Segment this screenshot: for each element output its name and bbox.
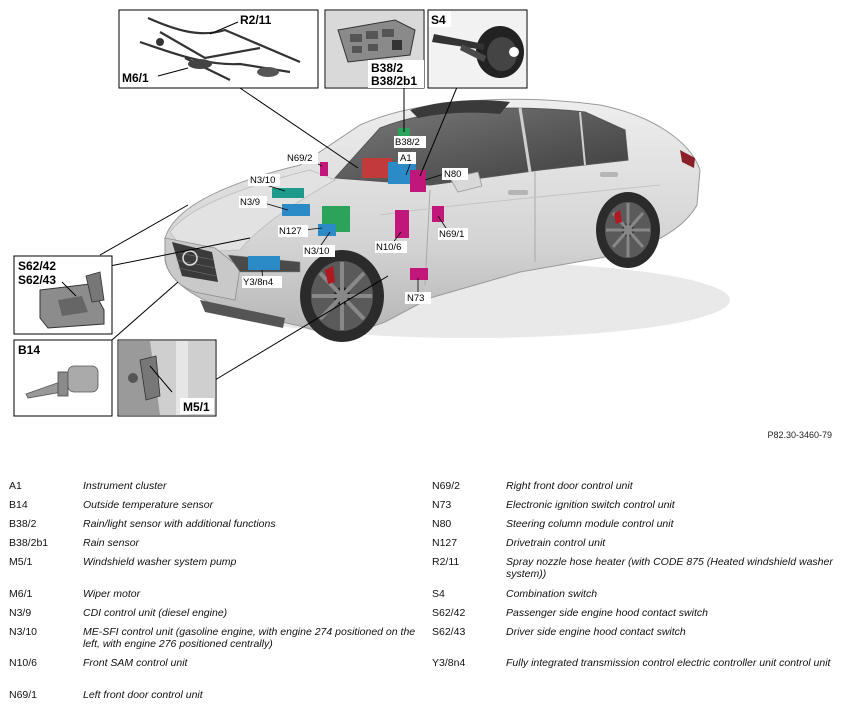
label-b14: B14 xyxy=(18,343,40,357)
legend-code: N69/1 xyxy=(9,689,38,701)
legend-code: N127 xyxy=(432,537,458,549)
label-b38-2b1: B38/2b1 xyxy=(371,74,417,88)
inset-washer-pump: M5/1 xyxy=(117,339,217,417)
inset-combination-switch: S4 xyxy=(427,9,528,89)
vehicle-illustration: B38/2 A1 N69/2 N80 N3/10 N3/9 N127 N3/10… xyxy=(13,9,730,417)
legend-code: R2/11 xyxy=(432,556,460,568)
label-s4: S4 xyxy=(431,13,446,27)
legend-code: M6/1 xyxy=(9,588,33,600)
legend-description: Rain sensor xyxy=(83,537,140,549)
legend-code: N80 xyxy=(432,518,452,530)
label-r2-11: R2/11 xyxy=(240,13,272,27)
inset-outside-temp-sensor: B14 xyxy=(13,339,113,417)
label-b38-2: B38/2 xyxy=(371,61,403,75)
legend-code: M5/1 xyxy=(9,556,33,568)
component-location-figure: B38/2 A1 N69/2 N80 N3/10 N3/9 N127 N3/10… xyxy=(13,9,832,440)
legend-code: B14 xyxy=(9,499,28,511)
n69-2-component xyxy=(320,162,328,176)
legend-description: Rain/light sensor with additional functi… xyxy=(83,518,276,530)
n73-component xyxy=(410,268,428,280)
legend-description: Wiper motor xyxy=(83,588,141,600)
label-m6-1: M6/1 xyxy=(122,71,149,85)
legend-description: Instrument cluster xyxy=(83,480,167,492)
legend-description: Steering column module control unit xyxy=(506,518,674,530)
y3-8n4-component xyxy=(248,256,280,270)
legend-code: S62/42 xyxy=(432,607,466,619)
legend-description: Right front door control unit xyxy=(506,480,633,492)
legend-description: Spray nozzle hose heater (with CODE 875 … xyxy=(506,556,833,580)
callout-n3-10-top: N3/10 xyxy=(250,175,275,186)
legend-description: Outside temperature sensor xyxy=(83,499,214,511)
callout-b38-2: B38/2 xyxy=(395,137,420,148)
steering-module-component xyxy=(410,170,426,192)
legend-description: Front SAM control unit xyxy=(83,657,188,669)
legend-code: N69/2 xyxy=(432,480,461,492)
legend-code: N73 xyxy=(432,499,452,511)
legend-description: Passenger side engine hood contact switc… xyxy=(506,607,708,619)
callout-n80: N80 xyxy=(444,169,461,180)
n127-component xyxy=(318,224,336,236)
component-legend: A1 Instrument cluster B14 Outside temper… xyxy=(0,478,842,708)
legend-code: N3/9 xyxy=(9,607,32,619)
legend-description: Electronic ignition switch control unit xyxy=(506,499,675,511)
callout-n3-9: N3/9 xyxy=(240,197,260,208)
callout-a1: A1 xyxy=(400,153,412,164)
figure-id: P82.30-3460-79 xyxy=(767,430,832,440)
legend-description: ME-SFI control unit (gasoline engine, wi… xyxy=(83,626,416,650)
label-m5-1: M5/1 xyxy=(183,400,210,414)
n69-1-component xyxy=(432,206,444,222)
legend-code: S4 xyxy=(432,588,445,600)
legend-code: B38/2 xyxy=(9,518,37,530)
n10-6-component xyxy=(395,210,409,238)
front-wheel xyxy=(300,250,384,342)
callout-n3-10-bottom: N3/10 xyxy=(304,246,329,257)
legend-description: Driver side engine hood contact switch xyxy=(506,626,686,638)
callout-labels: B38/2 A1 N69/2 N80 N3/10 N3/9 N127 N3/10… xyxy=(239,136,468,304)
legend-description: Drivetrain control unit xyxy=(506,537,606,549)
legend-description: Fully integrated transmission control el… xyxy=(506,657,831,669)
rear-wheel xyxy=(596,192,660,268)
legend-code: A1 xyxy=(9,480,22,492)
legend-code: Y3/8n4 xyxy=(432,657,466,669)
callout-n73: N73 xyxy=(407,293,424,304)
callout-y3-8n4: Y3/8n4 xyxy=(243,277,273,288)
label-s62-43: S62/43 xyxy=(18,273,56,287)
wiper-component-red xyxy=(362,158,392,178)
legend-code: N3/10 xyxy=(9,626,38,638)
legend-code: B38/2b1 xyxy=(9,537,49,549)
highlighted-components xyxy=(248,128,444,280)
legend-code: N10/6 xyxy=(9,657,38,669)
callout-n69-1: N69/1 xyxy=(439,229,464,240)
legend-description: Windshield washer system pump xyxy=(83,556,237,568)
inset-wiper: R2/11 M6/1 xyxy=(118,9,319,89)
legend-description: Left front door control unit xyxy=(83,689,203,701)
label-s62-42: S62/42 xyxy=(18,259,56,273)
n3-9-component xyxy=(282,204,310,216)
n3-10-top-component xyxy=(272,188,304,198)
callout-n127: N127 xyxy=(279,226,302,237)
legend-description: Combination switch xyxy=(506,588,598,600)
callout-n10-6: N10/6 xyxy=(376,242,401,253)
legend-description: CDI control unit (diesel engine) xyxy=(83,607,228,619)
callout-n69-2: N69/2 xyxy=(287,153,312,164)
inset-hood-contact-switch: S62/42 S62/43 xyxy=(13,255,113,335)
legend-code: S62/43 xyxy=(432,626,466,638)
inset-rain-light-sensor: B38/2 B38/2b1 xyxy=(324,9,425,89)
